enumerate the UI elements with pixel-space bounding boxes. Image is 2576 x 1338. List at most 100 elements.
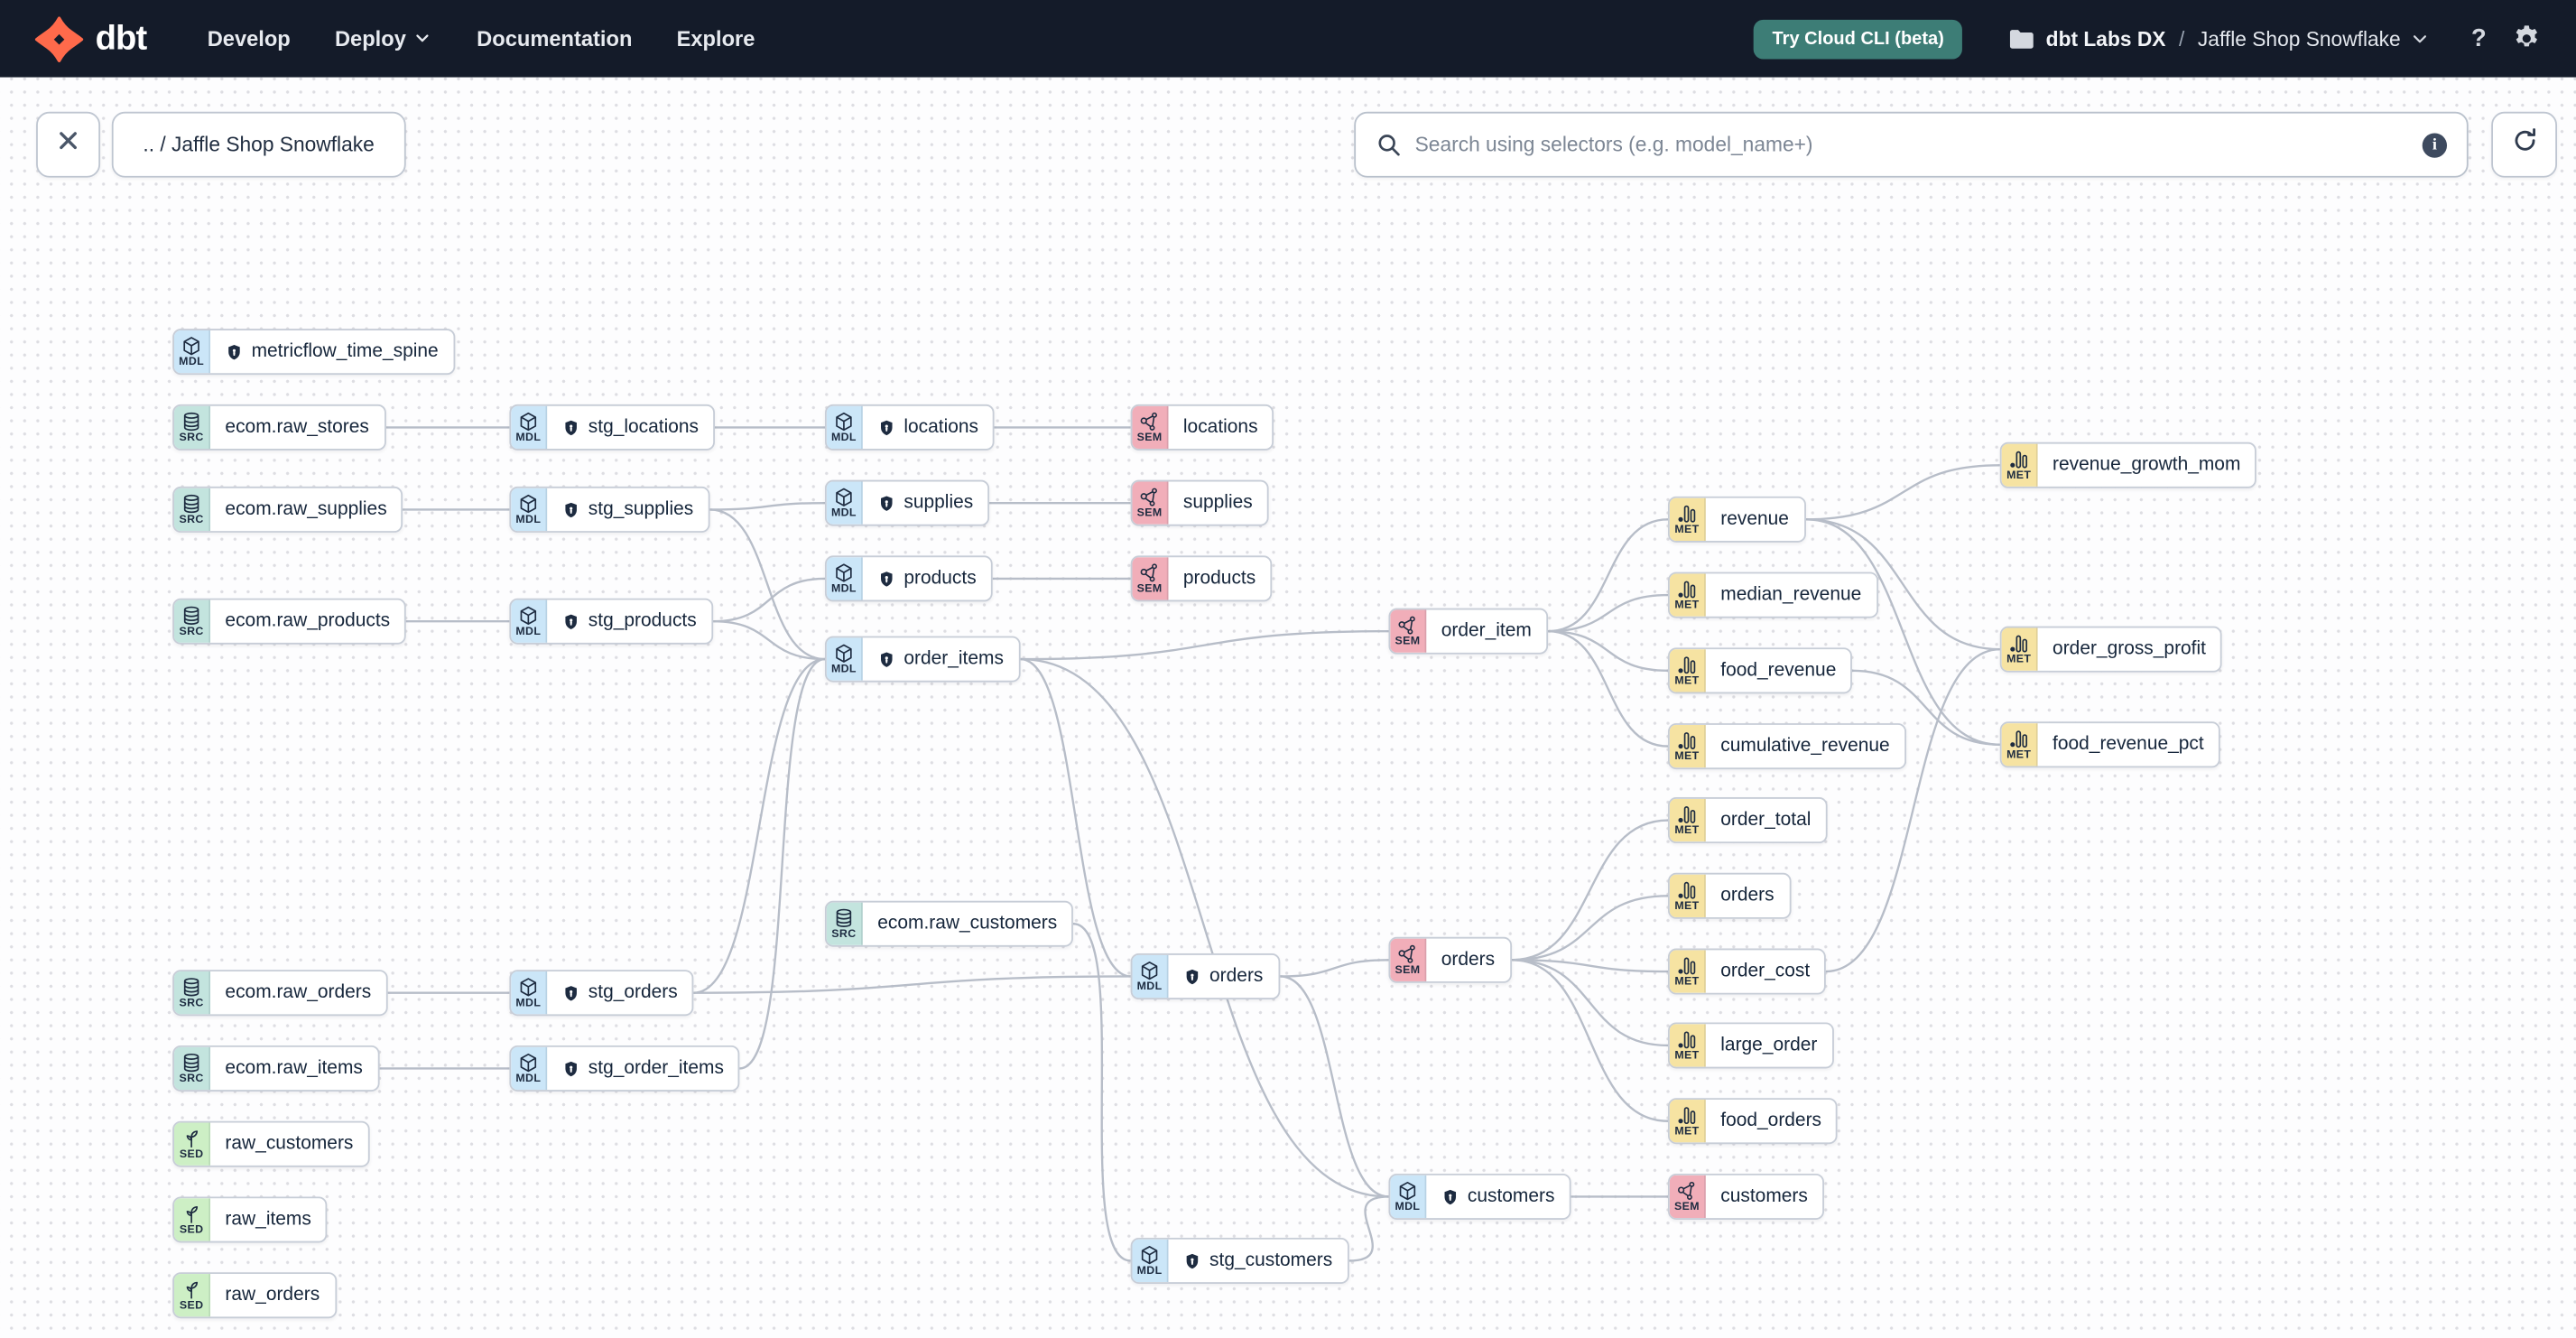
top-navbar: dbt Develop Deploy Documentation Explore…: [0, 0, 2576, 78]
try-cloud-cli-button[interactable]: Try Cloud CLI (beta): [1754, 18, 1962, 59]
node-label: customers: [1706, 1175, 1822, 1218]
metric-chart-icon: MET: [1669, 573, 1706, 617]
node-type-badge: MDL: [515, 997, 542, 1009]
nav-item-documentation[interactable]: Documentation: [477, 26, 633, 51]
graph-node-ecom_raw_orders[interactable]: SRC ecom.raw_orders: [172, 970, 388, 1017]
dbt-logo[interactable]: dbt: [34, 14, 147, 63]
node-label: cumulative_revenue: [1706, 725, 1904, 767]
help-icon[interactable]: ?: [2471, 24, 2487, 53]
seed-sprout-icon: SED: [173, 1274, 211, 1317]
node-name-text: revenue: [1720, 509, 1789, 530]
lineage-canvas[interactable]: [0, 77, 2576, 1338]
shield-icon: [225, 343, 243, 361]
node-type-badge: MDL: [515, 625, 542, 637]
node-label: stg_supplies: [547, 488, 708, 531]
node-name-text: food_revenue_pct: [2052, 734, 2204, 755]
semantic-model-icon: SEM: [1132, 557, 1169, 600]
node-label: raw_items: [210, 1198, 326, 1240]
node-name-text: stg_customers: [1209, 1250, 1333, 1271]
node-name-text: customers: [1467, 1186, 1555, 1207]
shield-icon: [562, 984, 580, 1002]
node-type-badge: MDL: [179, 356, 205, 368]
node-name-text: locations: [903, 417, 979, 438]
info-icon[interactable]: i: [2422, 132, 2448, 157]
nav-item-deploy[interactable]: Deploy: [335, 25, 432, 51]
node-name-text: stg_orders: [588, 982, 678, 1003]
folder-icon: [2006, 24, 2034, 52]
shield-icon: [1183, 967, 1201, 985]
gear-icon[interactable]: [2511, 23, 2543, 54]
node-type-badge: MET: [1674, 599, 1700, 611]
graph-node-stg_orders[interactable]: MDL stg_orders: [509, 970, 694, 1017]
node-type-badge: SRC: [179, 997, 204, 1009]
node-type-badge: MDL: [1136, 980, 1163, 992]
graph-node-stg_products[interactable]: MDL stg_products: [509, 598, 713, 645]
project-name: Jaffle Shop Snowflake: [2197, 27, 2401, 51]
edge-sem_orders-met_large_order: [1512, 959, 1669, 1047]
shield-icon: [877, 570, 895, 588]
model-cube-icon: MDL: [511, 971, 548, 1015]
node-type-badge: SED: [179, 1148, 204, 1160]
graph-node-met_revenue[interactable]: MET revenue: [1668, 496, 1806, 543]
node-name-text: orders: [1209, 966, 1264, 987]
nav-item-explore[interactable]: Explore: [676, 26, 755, 51]
node-label: stg_products: [547, 600, 711, 643]
model-cube-icon: MDL: [1132, 954, 1169, 999]
search-input[interactable]: [1414, 133, 2423, 156]
refresh-button[interactable]: [2491, 111, 2558, 178]
shield-icon: [877, 418, 895, 436]
node-name-text: order_item: [1441, 621, 1532, 642]
close-button[interactable]: [36, 111, 101, 178]
semantic-model-icon: SEM: [1669, 1175, 1706, 1219]
graph-node-mdl_orders[interactable]: MDL orders: [1130, 953, 1280, 999]
node-name-text: median_revenue: [1720, 585, 1862, 606]
project-switcher[interactable]: dbt Labs DX / Jaffle Shop Snowflake: [2006, 24, 2431, 52]
node-name-text: ecom.raw_supplies: [225, 499, 387, 520]
shield-icon: [562, 500, 580, 518]
node-label: revenue: [1706, 498, 1803, 541]
seed-sprout-icon: SED: [173, 1198, 211, 1241]
nav-item-develop[interactable]: Develop: [207, 26, 291, 51]
node-label: ecom.raw_orders: [210, 971, 386, 1014]
shield-icon: [877, 650, 895, 668]
graph-node-met_median_revenue[interactable]: MET median_revenue: [1668, 571, 1878, 618]
edge-mdl_order_items-sem_order_item: [1020, 629, 1389, 661]
metric-chart-icon: MET: [1669, 497, 1706, 542]
breadcrumb[interactable]: .. / Jaffle Shop Snowflake: [111, 111, 406, 178]
node-label: customers: [1426, 1175, 1569, 1218]
